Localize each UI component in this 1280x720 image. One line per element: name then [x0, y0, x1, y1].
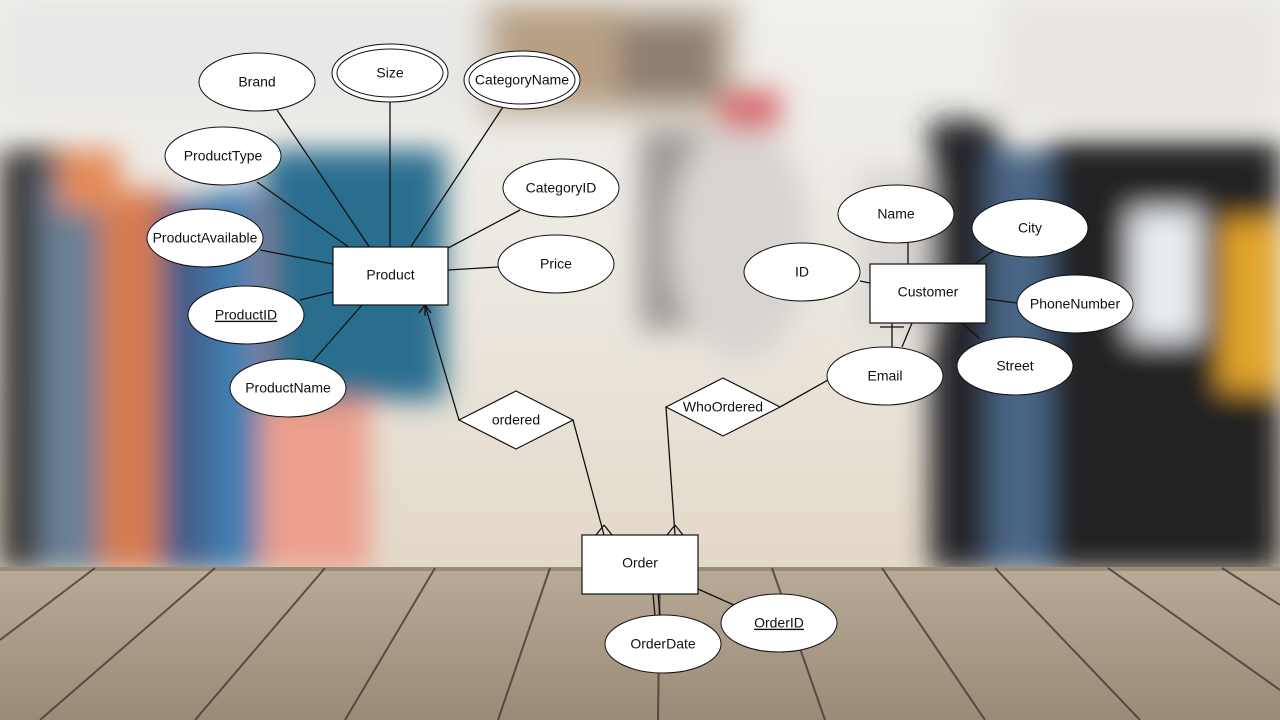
entity-customer: Customer [869, 263, 987, 324]
attribute-product-id-label: ProductID [215, 307, 277, 323]
attribute-order-date-label: OrderDate [630, 636, 696, 652]
attribute-street: Street [956, 336, 1074, 396]
attribute-order-id-label: OrderID [754, 615, 804, 631]
attribute-price-label: Price [540, 256, 572, 272]
attribute-category-id: CategoryID [502, 158, 620, 218]
attribute-category-name: CategoryName [463, 50, 581, 110]
relationship-who-ordered-label: WhoOrdered [683, 399, 763, 415]
relationship-ordered: ordered [457, 390, 575, 450]
attribute-name: Name [837, 184, 955, 244]
entity-order: Order [581, 534, 699, 595]
attribute-product-name: ProductName [229, 358, 347, 418]
relationship-ordered-label: ordered [492, 412, 540, 428]
attribute-order-id: OrderID [720, 593, 838, 653]
attribute-order-date: OrderDate [604, 614, 722, 674]
attribute-brand-label: Brand [238, 74, 275, 90]
attribute-product-type: ProductType [164, 126, 282, 186]
relationship-who-ordered: WhoOrdered [664, 377, 782, 437]
attribute-product-name-label: ProductName [245, 380, 331, 396]
attribute-product-id: ProductID [187, 285, 305, 345]
connector-lines [256, 102, 1018, 617]
attribute-price: Price [497, 234, 615, 294]
entity-customer-label: Customer [898, 284, 959, 300]
attribute-size: Size [331, 43, 449, 103]
attribute-name-label: Name [877, 206, 915, 222]
attribute-product-available-label: ProductAvailable [153, 230, 258, 246]
attribute-phone-number-label: PhoneNumber [1030, 296, 1121, 312]
attribute-id: ID [743, 242, 861, 302]
entity-product-label: Product [366, 267, 414, 283]
attribute-street-label: Street [996, 358, 1033, 374]
attribute-brand: Brand [198, 52, 316, 112]
attribute-category-name-label: CategoryName [475, 72, 569, 88]
attribute-city: City [971, 198, 1089, 258]
attribute-id-label: ID [795, 264, 809, 280]
attribute-city-label: City [1018, 220, 1042, 236]
attribute-email-label: Email [867, 368, 902, 384]
attribute-category-id-label: CategoryID [526, 180, 597, 196]
attribute-email: Email [826, 346, 944, 406]
entity-order-label: Order [622, 555, 658, 571]
entity-product: Product [332, 246, 449, 306]
attribute-product-type-label: ProductType [184, 148, 263, 164]
attribute-phone-number: PhoneNumber [1016, 274, 1134, 334]
attribute-product-available: ProductAvailable [146, 208, 264, 268]
attribute-size-label: Size [376, 65, 403, 81]
